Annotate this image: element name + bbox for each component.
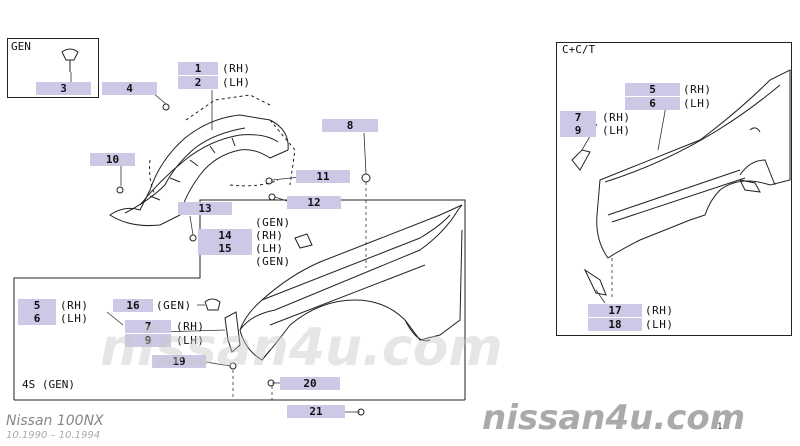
part-note-16: (GEN): [156, 299, 192, 312]
part-tag-7-cct[interactable]: 7: [560, 111, 596, 124]
part-note-9-4s: (LH): [176, 334, 205, 347]
part-tag-12[interactable]: 12: [287, 196, 341, 209]
part-tag-18[interactable]: 18: [588, 318, 642, 331]
part-note-1: (RH): [222, 62, 251, 75]
part-tag-5-cct[interactable]: 5: [625, 83, 680, 96]
watermark-corner: nissan4u.com: [482, 398, 746, 438]
cct-variant-box: [556, 42, 792, 336]
part-note-9-cct: (LH): [602, 124, 631, 137]
part-tag-19[interactable]: 19: [152, 355, 206, 368]
four-s-box-label: 4S (GEN): [22, 378, 75, 391]
part-tag-15[interactable]: 15: [198, 242, 252, 255]
part-note-18: (LH): [645, 318, 674, 331]
part-note-5-cct: (RH): [683, 83, 712, 96]
part-note-6-4s: (LH): [60, 312, 89, 325]
part-note-7-cct: (RH): [602, 111, 631, 124]
footer-model: Nissan 100NX: [6, 413, 104, 429]
part-note-14: (RH): [255, 229, 284, 242]
gen-detail-box: [7, 38, 99, 98]
part-note-14-gen: (GEN): [255, 216, 291, 229]
part-tag-10[interactable]: 10: [90, 153, 135, 166]
part-tag-21[interactable]: 21: [287, 405, 345, 418]
part-tag-4[interactable]: 4: [102, 82, 157, 95]
cct-box-label: C+C/T: [562, 43, 596, 56]
part-tag-6-4s[interactable]: 6: [18, 312, 56, 325]
part-note-17: (RH): [645, 304, 674, 317]
part-tag-8[interactable]: 8: [322, 119, 378, 132]
part-tag-13[interactable]: 13: [178, 202, 232, 215]
part-tag-20[interactable]: 20: [280, 377, 340, 390]
part-note-6-cct: (LH): [683, 97, 712, 110]
part-tag-1[interactable]: 1: [178, 62, 218, 75]
part-tag-17[interactable]: 17: [588, 304, 642, 317]
part-tag-9-4s[interactable]: 9: [125, 334, 171, 347]
part-tag-7-4s[interactable]: 7: [125, 320, 171, 333]
part-tag-9-cct[interactable]: 9: [560, 124, 596, 137]
part-tag-2[interactable]: 2: [178, 76, 218, 89]
part-note-2: (LH): [222, 76, 251, 89]
part-note-5-4s: (RH): [60, 299, 89, 312]
part-note-7-4s: (RH): [176, 320, 205, 333]
part-note-15: (LH): [255, 242, 284, 255]
page-number: 1: [717, 422, 723, 432]
part-note-15-gen: (GEN): [255, 255, 291, 268]
part-tag-11[interactable]: 11: [296, 170, 350, 183]
part-tag-16[interactable]: 16: [113, 299, 153, 312]
footer-dates: 10.1990 – 10.1994: [6, 430, 101, 441]
part-tag-14[interactable]: 14: [198, 229, 252, 242]
gen-box-label: GEN: [11, 40, 31, 53]
part-tag-3[interactable]: 3: [36, 82, 91, 95]
part-tag-6-cct[interactable]: 6: [625, 97, 680, 110]
watermark-center: nissan4u.com: [100, 318, 503, 378]
part-tag-5-4s[interactable]: 5: [18, 299, 56, 312]
